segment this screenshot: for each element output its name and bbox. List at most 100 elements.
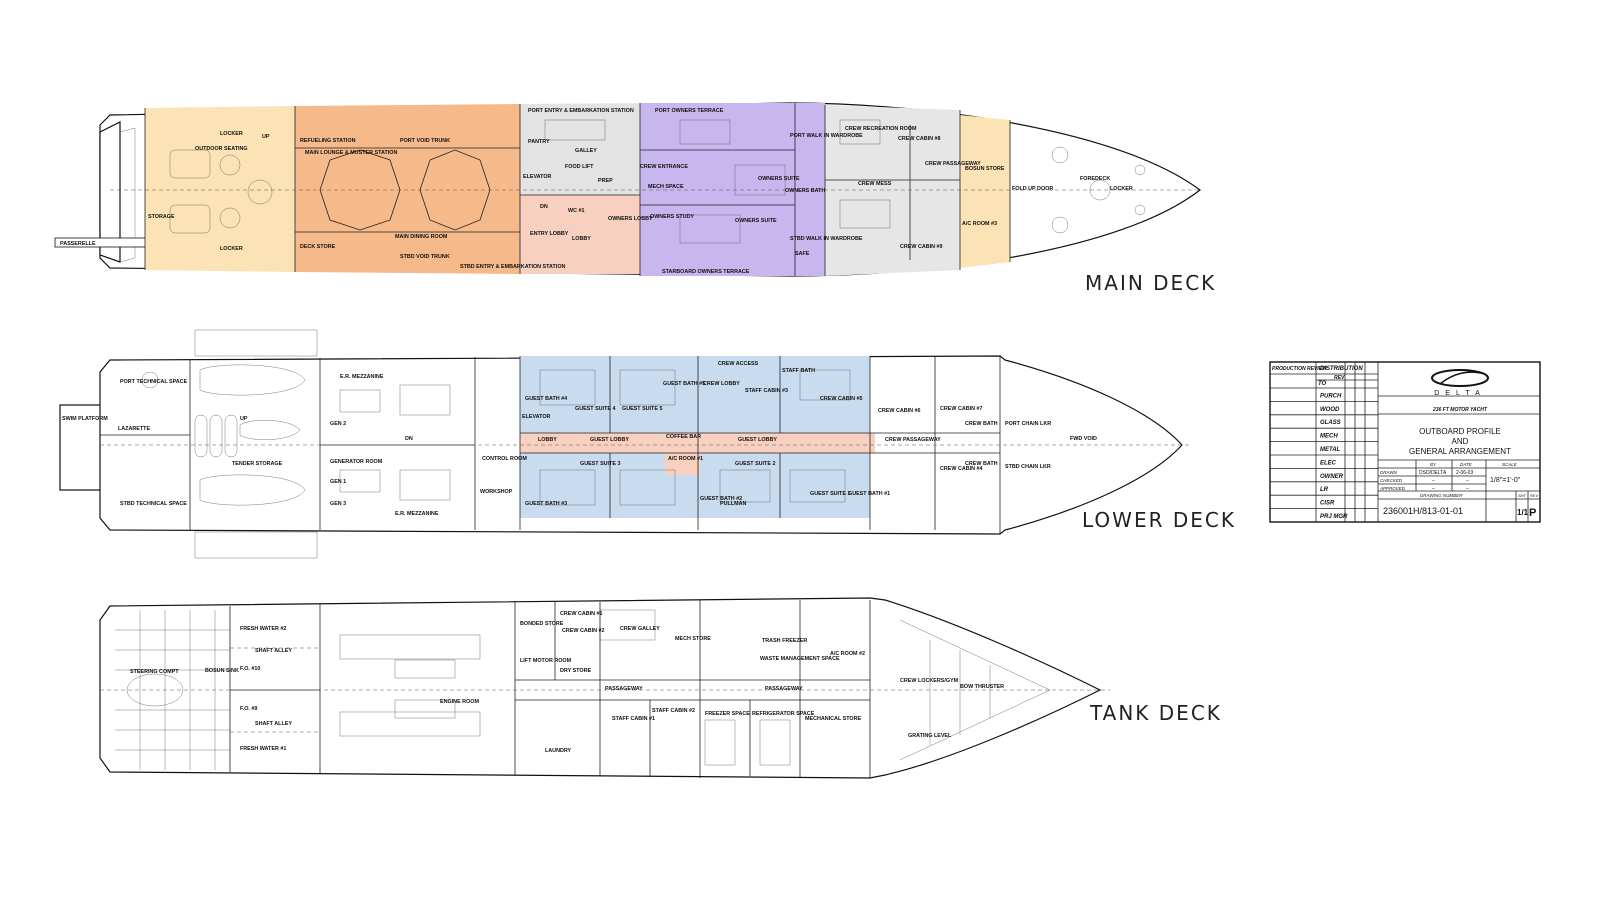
stbd-chain-locker-label: STBD CHAIN LKR	[1005, 464, 1051, 470]
fresh-water-1-label: FRESH WATER #1	[240, 746, 286, 752]
scale-label: SCALE	[1502, 462, 1518, 467]
trash-freezer-label: TRASH FREEZER	[762, 638, 807, 644]
approved-label: APPROVED	[1379, 486, 1406, 491]
mech-store-label: MECH STORE	[675, 636, 711, 642]
crew-passageway-lower-label: CREW PASSAGEWAY	[885, 437, 941, 443]
refrigerator-space-label: REFRIGERATOR SPACE	[752, 711, 815, 717]
production-review-label: PRODUCTION REVIEW	[1272, 366, 1328, 372]
company-name: DELTA	[1434, 390, 1486, 397]
crew-cabin-5-label: CREW CABIN #5	[820, 396, 863, 402]
distribution-row-2: GLASS	[1320, 420, 1341, 426]
locker-label-2: LOCKER	[220, 246, 243, 252]
guest-bath-1-label: GUEST BATH #1	[848, 491, 890, 497]
owners-bath-label: OWNERS BATH	[785, 188, 825, 194]
guest-bath-2-label: GUEST BATH #2	[700, 496, 742, 502]
sheet-label: SHT	[1518, 493, 1527, 498]
lift-motor-room-label: LIFT MOTOR ROOM	[520, 658, 572, 664]
passageway-a-label: PASSAGEWAY	[605, 686, 643, 692]
main-lounge-zone	[295, 104, 520, 274]
gen-2-label: GEN 2	[330, 421, 346, 427]
port-owners-terrace-label: PORT OWNERS TERRACE	[655, 108, 724, 114]
grating-level-label: GRATING LEVEL	[908, 733, 952, 739]
drawing-number-label: DRAWING NUMBER	[1420, 493, 1463, 498]
steering-compartment-label: STEERING COMPT	[130, 669, 179, 675]
distribution-row-1: WOOD	[1320, 407, 1340, 413]
fresh-water-2-label: FRESH WATER #2	[240, 626, 286, 632]
guest-suite-4-label: GUEST SUITE 4	[575, 406, 615, 412]
distribution-row-8: CISR	[1320, 501, 1335, 507]
food-lift-label: FOOD LIFT	[565, 164, 594, 170]
crew-access-label: CREW ACCESS	[718, 361, 759, 367]
ac-room-3-label: A/C ROOM #3	[962, 221, 997, 227]
title-block: PURCHWOODGLASSMECHMETALELECOWNERLRCISRPR…	[1269, 361, 1541, 523]
owners-lobby-label: OWNERS LOBBY	[608, 216, 653, 222]
bosun-store-label: BOSUN STORE	[965, 166, 1005, 172]
port-entry-label: PORT ENTRY & EMBARKATION STATION	[528, 108, 634, 114]
galley-label: GALLEY	[575, 148, 597, 154]
bosun-sink-label: BOSUN SINK	[205, 668, 239, 674]
guest-lobby-label-2: GUEST LOBBY	[738, 437, 777, 443]
revision-value: P	[1529, 507, 1536, 519]
er-mezzanine-bottom-label: E.R. MEZZANINE	[395, 511, 439, 517]
waste-management-label: WASTE MANAGEMENT SPACE	[760, 656, 840, 662]
distribution-row-0: PURCH	[1320, 393, 1342, 399]
drawing-title-line-2: AND	[1452, 437, 1469, 446]
crew-recreation-room-label: CREW RECREATION ROOM	[845, 126, 917, 132]
checked-label: CHECKED	[1380, 478, 1403, 483]
owners-study-label: OWNERS STUDY	[650, 214, 694, 220]
guest-suite-1-label: GUEST SUITE 1	[810, 491, 850, 497]
up-label-lower: UP	[240, 416, 248, 422]
lower-deck-plan: SWIM PLATFORM LAZARETTE PORT TECHNICAL S…	[59, 329, 1234, 559]
fo-9-label: F.O. #9	[240, 706, 257, 712]
port-technical-label: PORT TECHNICAL SPACE	[120, 379, 188, 385]
distribution-row-4: METAL	[1320, 447, 1341, 453]
dn-label-main: DN	[540, 204, 548, 210]
checked-date-value: –	[1466, 478, 1469, 484]
stbd-technical-label: STBD TECHNICAL SPACE	[120, 501, 187, 507]
approved-date-value: –	[1466, 486, 1469, 492]
pantry-label: PANTRY	[528, 139, 550, 145]
generator-room-label: GENERATOR ROOM	[330, 459, 383, 465]
distribution-row-6: OWNER	[1320, 474, 1344, 480]
crew-cabin-7-label: CREW CABIN #7	[940, 406, 983, 412]
coffee-bar-zone	[665, 440, 700, 475]
crew-bath-label-2: CREW BATH	[965, 461, 998, 467]
staff-cabin-2-label: STAFF CABIN #2	[652, 708, 695, 714]
owners-suite-label: OWNERS SUITE	[735, 218, 777, 224]
swim-platform-label: SWIM PLATFORM	[62, 416, 108, 422]
distribution-row-9: PRJ MGR	[1320, 514, 1348, 520]
stbd-entry-label: STBD ENTRY & EMBARKATION STATION	[460, 264, 566, 270]
outdoor-seating-label: OUTDOOR SEATING	[195, 146, 248, 152]
passerelle-label: PASSERELLE	[60, 241, 96, 247]
crew-cabin-8-label: CREW CABIN #8	[898, 136, 941, 142]
port-void-trunk-label: PORT VOID TRUNK	[400, 138, 450, 144]
drawn-by-value: DSD/DELTA	[1419, 470, 1447, 476]
guest-bath-4-label: GUEST BATH #4	[525, 396, 567, 402]
entry-lobby-label: ENTRY LOBBY	[530, 231, 569, 237]
scale-value: 1/8"=1'-0"	[1490, 477, 1521, 484]
drawn-date-value: 2-06-03	[1456, 470, 1473, 476]
main-deck-title: MAIN DECK	[1085, 271, 1216, 295]
safe-label: SAFE	[795, 251, 810, 257]
fold-up-door-label: FOLD UP DOOR	[1012, 186, 1053, 192]
owners-suite-label-2: OWNERS SUITE	[758, 176, 800, 182]
deck-store-label: DECK STORE	[300, 244, 336, 250]
guest-bath-5-label: GUEST BATH #5	[663, 381, 705, 387]
passageway-b-label: PASSAGEWAY	[765, 686, 803, 692]
elevator-label-main: ELEVATOR	[523, 174, 552, 180]
drawing-title-line-1: OUTBOARD PROFILE	[1419, 427, 1501, 436]
er-mezzanine-top-label: E.R. MEZZANINE	[340, 374, 384, 380]
dn-label-lower: DN	[405, 436, 413, 442]
ac-room-2-label: A/C ROOM #2	[830, 651, 865, 657]
freezer-space-label: FREEZER SPACE	[705, 711, 750, 717]
distribution-label: DISTRIBUTION	[1320, 366, 1363, 372]
sheet-value: 1/1	[1517, 508, 1529, 517]
workshop-label: WORKSHOP	[480, 489, 513, 495]
distribution-row-3: MECH	[1320, 434, 1338, 440]
storage-label: STORAGE	[148, 214, 175, 220]
entry-lobby-zone	[520, 195, 660, 274]
stbd-void-trunk-label: STBD VOID TRUNK	[400, 254, 450, 260]
guest-suite-5-label: GUEST SUITE 5	[622, 406, 662, 412]
bow-thruster-label: BOW THRUSTER	[960, 684, 1004, 690]
